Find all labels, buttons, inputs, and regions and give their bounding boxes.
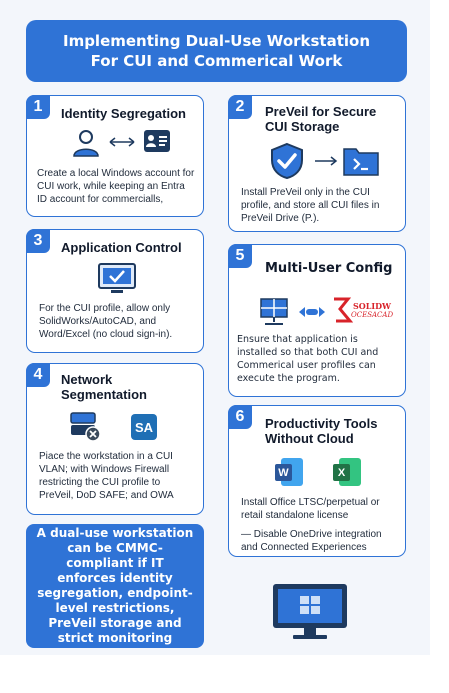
card-number: 3	[26, 229, 50, 253]
card-title: Multi-User Config	[265, 261, 393, 276]
card-description: Install PreVeil only in the CUI profile,…	[241, 187, 380, 224]
card-description: For the CUI profile, allow only SolidWor…	[39, 303, 173, 340]
card-number: 4	[26, 363, 50, 387]
word-app-letter: W	[278, 466, 289, 479]
monitor-check-icon	[98, 263, 136, 293]
card-description: Install Office LTSC/perpetual or retail …	[241, 497, 380, 521]
solidworks-logo-text-1: SOLIDW	[353, 301, 392, 311]
sharepoint-app-label: SA	[134, 419, 154, 435]
card-title-line-2: Segmentation	[61, 387, 147, 402]
title-line-2: For CUI and Commerical Work	[90, 52, 343, 70]
card-title-line-1: Network	[61, 372, 113, 387]
title-banner: Implementing Dual-Use Workstation For CU…	[26, 20, 407, 82]
arrow-right-icon	[315, 156, 338, 166]
word-app-icon: W	[275, 458, 303, 486]
id-card-icon	[144, 130, 170, 152]
card-title: Identity Segregation	[61, 106, 186, 121]
card-application-control: 3 Application Control For the CUI profil…	[26, 229, 204, 353]
card-multi-user-config: 5 Multi-User Config SOLIDW OCESACAD Ensu…	[228, 244, 406, 397]
card-title: Application Control	[61, 240, 182, 255]
solidworks-logo-icon	[334, 297, 353, 323]
card-number: 2	[228, 95, 252, 119]
arrow-both-icon	[109, 137, 135, 147]
summary-text: A dual-use workstation can be CMMC-compl…	[36, 526, 194, 645]
shield-check-icon	[271, 142, 303, 180]
card-subtext: — Disable OneDrive integration and Conne…	[241, 529, 382, 553]
card-identity-segregation: 1 Identity Segregation Create a local Wi…	[26, 95, 204, 217]
folder-terminal-icon	[343, 148, 379, 176]
card-title-line-2: Without Cloud	[265, 431, 354, 446]
solidworks-logo-text-2: OCESACAD	[351, 311, 394, 319]
server-blocked-icon	[70, 412, 101, 442]
card-description: Piace the workstation in a CUI VLAN; wit…	[39, 451, 174, 501]
card-network-segmentation: 4 Network Segmentation SA Piace the work…	[26, 363, 204, 515]
excel-app-icon: X	[333, 458, 361, 486]
card-title-line-1: Productivity Tools	[265, 416, 378, 431]
user-icon	[73, 130, 99, 157]
link-arrows-icon	[299, 307, 325, 317]
summary-box: A dual-use workstation can be CMMC-compl…	[26, 524, 204, 648]
card-title-line-1: PreVeil for Secure	[265, 104, 377, 119]
sharepoint-app-icon: SA	[131, 414, 157, 440]
card-description: Create a local Windows account for CUI w…	[37, 168, 195, 205]
card-title-line-2: CUI Storage	[265, 119, 340, 134]
card-description: Ensure that application is installed so …	[237, 334, 379, 384]
card-productivity-tools: 6 Productivity Tools Without Cloud W X I…	[228, 405, 406, 557]
card-number: 1	[26, 95, 50, 119]
network-grid-icon	[260, 298, 288, 325]
excel-app-letter: X	[337, 466, 346, 479]
title-line-1: Implementing Dual-Use Workstation	[62, 32, 371, 50]
card-preveil-storage: 2 PreVeil for Secure CUI Storage Install…	[228, 95, 406, 232]
card-number: 6	[228, 405, 252, 429]
card-number: 5	[228, 244, 252, 268]
monitor-icon	[273, 584, 347, 639]
